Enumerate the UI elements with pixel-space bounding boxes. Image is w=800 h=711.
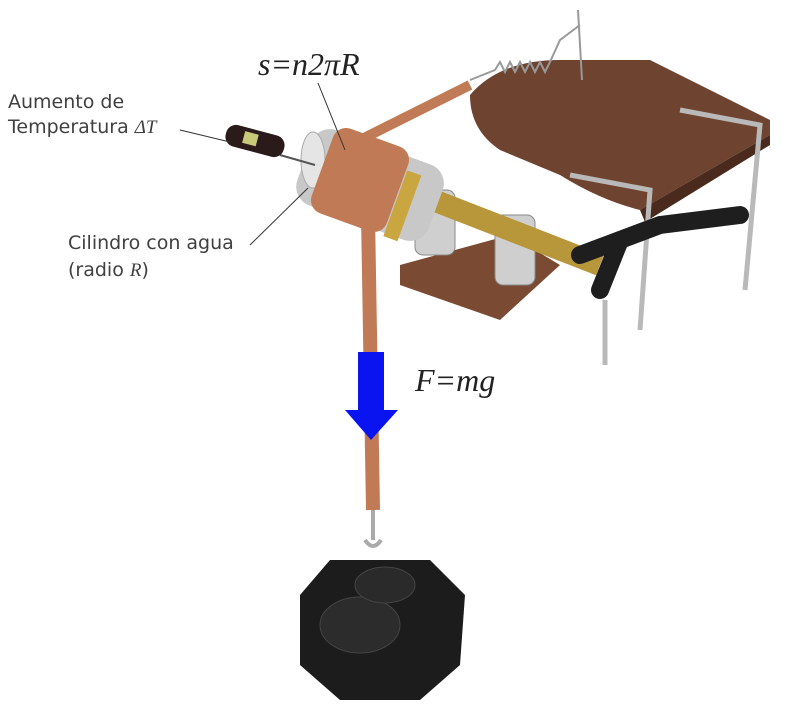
temperature-label-text: Temperatura <box>8 116 129 138</box>
temperature-symbol: ΔT <box>134 117 157 138</box>
cylinder-leader <box>249 187 309 246</box>
cylinder-label-suffix: ) <box>141 259 149 281</box>
cylinder-label-line1: Cilindro con agua <box>68 232 234 254</box>
temperature-label-line1: Aumento de <box>8 91 125 113</box>
weight <box>300 560 465 700</box>
spring <box>469 9 583 81</box>
hook <box>363 510 383 548</box>
copper-band-top <box>337 80 473 155</box>
temperature-label-line2: Temperatura ΔT <box>8 115 157 140</box>
crank-handle <box>571 206 749 299</box>
cylinder-label-prefix: (radio <box>68 259 130 281</box>
cylinder-label-line2: (radio R) <box>68 258 149 283</box>
water-cylinder <box>296 127 444 242</box>
wooden-board <box>470 60 770 210</box>
radius-symbol: R <box>129 260 142 281</box>
arc-length-leader <box>317 82 346 151</box>
force-label: F=mg <box>415 362 496 398</box>
table-clamp <box>569 107 763 365</box>
board-edge <box>640 135 770 222</box>
temperature-leader <box>179 129 231 143</box>
force-arrow-icon <box>345 352 398 440</box>
arc-length-label: s=n2πR <box>258 46 360 82</box>
thermometer <box>225 124 316 166</box>
